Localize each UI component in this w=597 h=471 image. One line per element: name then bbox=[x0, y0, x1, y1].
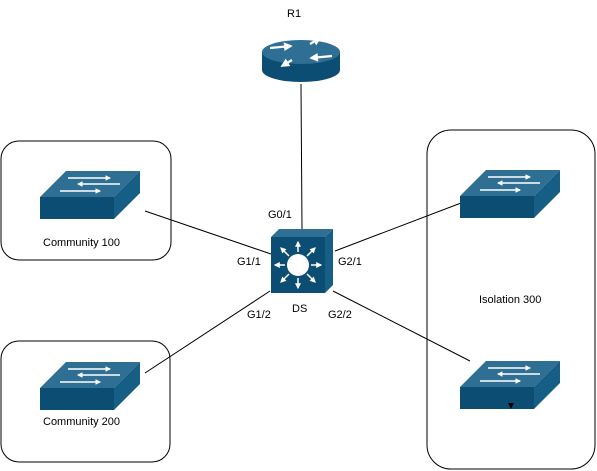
link-ds-isolation-bottom bbox=[332, 290, 471, 362]
community-100-group bbox=[0, 140, 172, 261]
community-200-label: Community 200 bbox=[43, 416, 121, 428]
interface-g1-1-label: G1/1 bbox=[237, 256, 261, 268]
interface-g2-2-label: G2/2 bbox=[328, 309, 352, 321]
interface-g0-1-label: G0/1 bbox=[268, 209, 292, 221]
link-ds-community-200 bbox=[144, 290, 271, 374]
community-200-group bbox=[0, 340, 171, 463]
isolation-300-group bbox=[426, 129, 596, 470]
link-r1-ds bbox=[300, 83, 303, 230]
cursor-icon bbox=[508, 403, 514, 409]
router-icon bbox=[262, 37, 340, 82]
community-100-label: Community 100 bbox=[43, 237, 121, 249]
ds-name-label: DS bbox=[292, 303, 308, 315]
switch-icon bbox=[460, 361, 560, 409]
switch-icon bbox=[460, 170, 560, 218]
link-ds-community-100 bbox=[144, 210, 272, 255]
interface-g1-2-label: G1/2 bbox=[247, 309, 271, 321]
link-ds-isolation-top bbox=[334, 202, 462, 252]
router-name-label: R1 bbox=[287, 8, 302, 20]
switch-icon bbox=[40, 362, 140, 410]
interface-g2-1-label: G2/1 bbox=[338, 256, 362, 268]
layer3-switch-icon bbox=[271, 229, 333, 293]
switch-icon bbox=[40, 171, 140, 219]
isolation-300-label: Isolation 300 bbox=[479, 294, 542, 306]
